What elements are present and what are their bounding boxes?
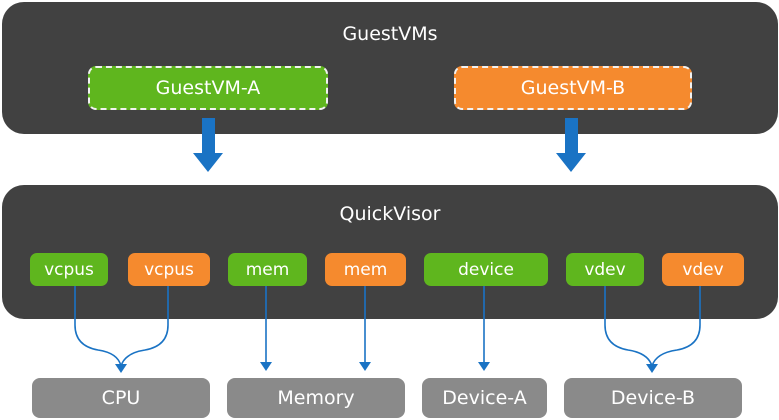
arrowhead-mem-b bbox=[359, 362, 371, 371]
resource-device-a: Device-A bbox=[422, 378, 547, 418]
connector-vcpus-a bbox=[74, 286, 122, 367]
arrowhead-device-b bbox=[646, 364, 658, 373]
arrowhead-cpu bbox=[115, 364, 127, 373]
chip-vdev-a: vdev bbox=[566, 253, 644, 286]
chip-vdev-b: vdev bbox=[662, 253, 744, 286]
arrowhead-device-a bbox=[478, 362, 490, 371]
big-arrow-b bbox=[556, 118, 586, 172]
chip-mem-a: mem bbox=[228, 253, 307, 286]
guestvm-b-box: GuestVM-B bbox=[454, 66, 692, 110]
resource-device-b: Device-B bbox=[564, 378, 742, 418]
connector-vdev-b bbox=[651, 286, 701, 367]
chip-vcpus-b: vcpus bbox=[128, 253, 210, 286]
connector-vcpus-b bbox=[120, 286, 169, 367]
chip-device-a: device bbox=[424, 253, 548, 286]
guestvms-title: GuestVMs bbox=[342, 23, 438, 45]
arrowhead-mem-a bbox=[260, 362, 272, 371]
guestvm-a-box: GuestVM-A bbox=[88, 66, 328, 110]
chip-vcpus-a: vcpus bbox=[30, 253, 108, 286]
chip-mem-b: mem bbox=[325, 253, 406, 286]
quickvisor-panel: QuickVisor vcpus vcpus mem mem device vd… bbox=[2, 185, 778, 319]
connector-vdev-a bbox=[604, 286, 653, 367]
resource-memory: Memory bbox=[227, 378, 405, 418]
big-arrow-a bbox=[193, 118, 223, 172]
guestvms-panel: GuestVMs GuestVM-A GuestVM-B bbox=[2, 2, 778, 134]
quickvisor-title: QuickVisor bbox=[339, 203, 441, 225]
resource-cpu: CPU bbox=[32, 378, 210, 418]
